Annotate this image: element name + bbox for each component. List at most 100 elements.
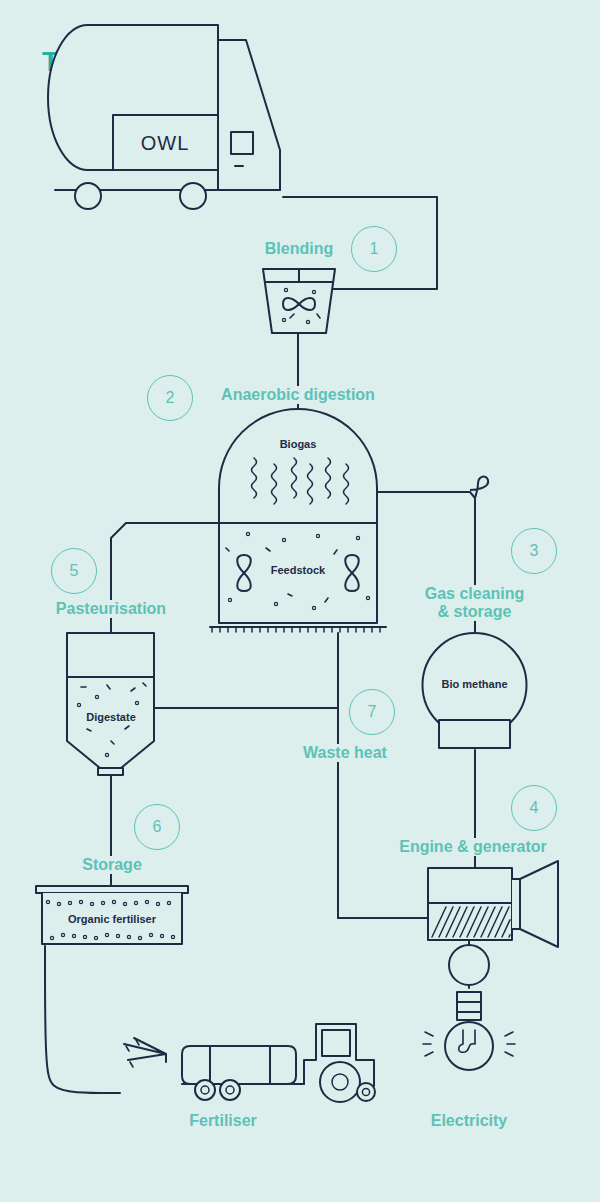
particle bbox=[282, 538, 285, 541]
particle bbox=[228, 598, 231, 601]
zone-label: Feedstock bbox=[263, 564, 333, 577]
particle bbox=[156, 902, 159, 905]
particle bbox=[171, 935, 174, 938]
particle bbox=[90, 902, 93, 905]
tanker-truck: OWL bbox=[43, 20, 283, 212]
tank-outline bbox=[42, 893, 182, 944]
particle bbox=[284, 288, 287, 291]
particle bbox=[312, 290, 315, 293]
generator-flare bbox=[512, 861, 558, 947]
bulb-filament bbox=[459, 1030, 475, 1052]
step-heading: Anaerobic digestion bbox=[196, 386, 400, 404]
generator-symbol bbox=[449, 945, 489, 985]
blending-hopper: Blending bbox=[262, 268, 336, 334]
wheel-hub bbox=[201, 1086, 209, 1094]
step-heading: Storage bbox=[70, 856, 154, 874]
step-heading: Pasteurisation bbox=[41, 600, 181, 618]
particle bbox=[317, 314, 320, 318]
particle bbox=[135, 701, 138, 704]
particle bbox=[138, 936, 141, 939]
callout-number: 2 bbox=[147, 375, 193, 421]
particle bbox=[334, 550, 337, 554]
truck-wheel bbox=[75, 183, 101, 209]
particle bbox=[266, 548, 270, 551]
particle bbox=[87, 729, 91, 731]
product-label: Fertiliser bbox=[160, 1112, 286, 1130]
bulb-glass bbox=[445, 1022, 493, 1070]
particle bbox=[123, 902, 126, 905]
pasteurisation-tank: PasteurisationDigestate bbox=[67, 633, 155, 775]
storage-tank: StorageOrganic fertiliser bbox=[36, 886, 188, 946]
tractor-window bbox=[322, 1030, 350, 1056]
callout-number: 4 bbox=[511, 785, 557, 831]
tank-lid bbox=[36, 886, 188, 893]
particle bbox=[72, 934, 75, 937]
node-outline bbox=[43, 20, 283, 212]
digestate-level bbox=[67, 676, 154, 678]
mixer-paddle bbox=[237, 555, 251, 591]
light-rays bbox=[423, 1032, 515, 1056]
wheel-hub bbox=[332, 1074, 348, 1090]
tank-outline bbox=[67, 633, 154, 768]
particle bbox=[101, 901, 104, 904]
feedstock-chamber bbox=[219, 523, 377, 623]
truck-wheel bbox=[180, 183, 206, 209]
callout-number: 1 bbox=[351, 226, 397, 272]
truck-cab bbox=[218, 40, 280, 190]
particle bbox=[356, 536, 359, 539]
base-ticks bbox=[212, 627, 380, 632]
zone-label: Organic fertiliser bbox=[46, 913, 178, 926]
particle bbox=[105, 933, 108, 936]
node-outline bbox=[120, 1020, 375, 1102]
wheel-hub bbox=[362, 1088, 369, 1095]
node-outline bbox=[439, 988, 499, 1074]
truck-tank bbox=[48, 25, 218, 170]
particle bbox=[167, 901, 170, 904]
mixer-paddle bbox=[283, 298, 315, 310]
spray-boom bbox=[124, 1038, 166, 1062]
tractor-wheel bbox=[195, 1080, 215, 1100]
engine-hatch bbox=[432, 907, 510, 937]
hopper-outline bbox=[263, 269, 335, 333]
particle bbox=[61, 933, 64, 936]
particle bbox=[95, 695, 98, 698]
particle bbox=[246, 532, 249, 535]
particle bbox=[325, 598, 328, 602]
particle bbox=[127, 935, 130, 938]
digester-tank: Anaerobic digestionBiogasFeedstock bbox=[218, 408, 378, 633]
node-outline bbox=[67, 633, 155, 775]
callout-number: 3 bbox=[511, 528, 557, 574]
step-heading: Engine & generator bbox=[382, 838, 564, 856]
wheel-hub bbox=[226, 1086, 234, 1094]
zone-label: Digestate bbox=[71, 711, 151, 724]
truck-logo: OWL bbox=[115, 132, 215, 154]
tank-bands bbox=[210, 1046, 270, 1084]
mixer-paddle bbox=[345, 555, 359, 591]
biogas-wave bbox=[292, 458, 297, 498]
zone-label: Biogas bbox=[238, 438, 358, 451]
sphere-base bbox=[439, 720, 510, 748]
tractor-wheel bbox=[357, 1083, 375, 1101]
particle bbox=[282, 318, 285, 321]
bulb-socket bbox=[457, 992, 481, 1020]
callout-number: 6 bbox=[134, 804, 180, 850]
particle bbox=[111, 741, 114, 744]
engine-block bbox=[428, 868, 512, 940]
particle bbox=[116, 934, 119, 937]
particle bbox=[46, 900, 49, 903]
callout-number: 7 bbox=[349, 689, 395, 735]
particle bbox=[131, 688, 135, 691]
particle bbox=[160, 934, 163, 937]
step-heading: Blending bbox=[250, 240, 348, 258]
node-outline bbox=[262, 268, 336, 334]
light-bulb: Electricity bbox=[439, 988, 499, 1074]
digester-dome bbox=[219, 409, 377, 523]
pipe-loop bbox=[470, 477, 488, 498]
flow-connector bbox=[338, 633, 428, 918]
particle bbox=[57, 902, 60, 905]
particle bbox=[83, 935, 86, 938]
engine-band bbox=[428, 902, 512, 904]
edge-label: Waste heat bbox=[292, 744, 398, 762]
zone-label: Bio methane bbox=[425, 678, 524, 691]
biogas-wave bbox=[344, 464, 349, 504]
